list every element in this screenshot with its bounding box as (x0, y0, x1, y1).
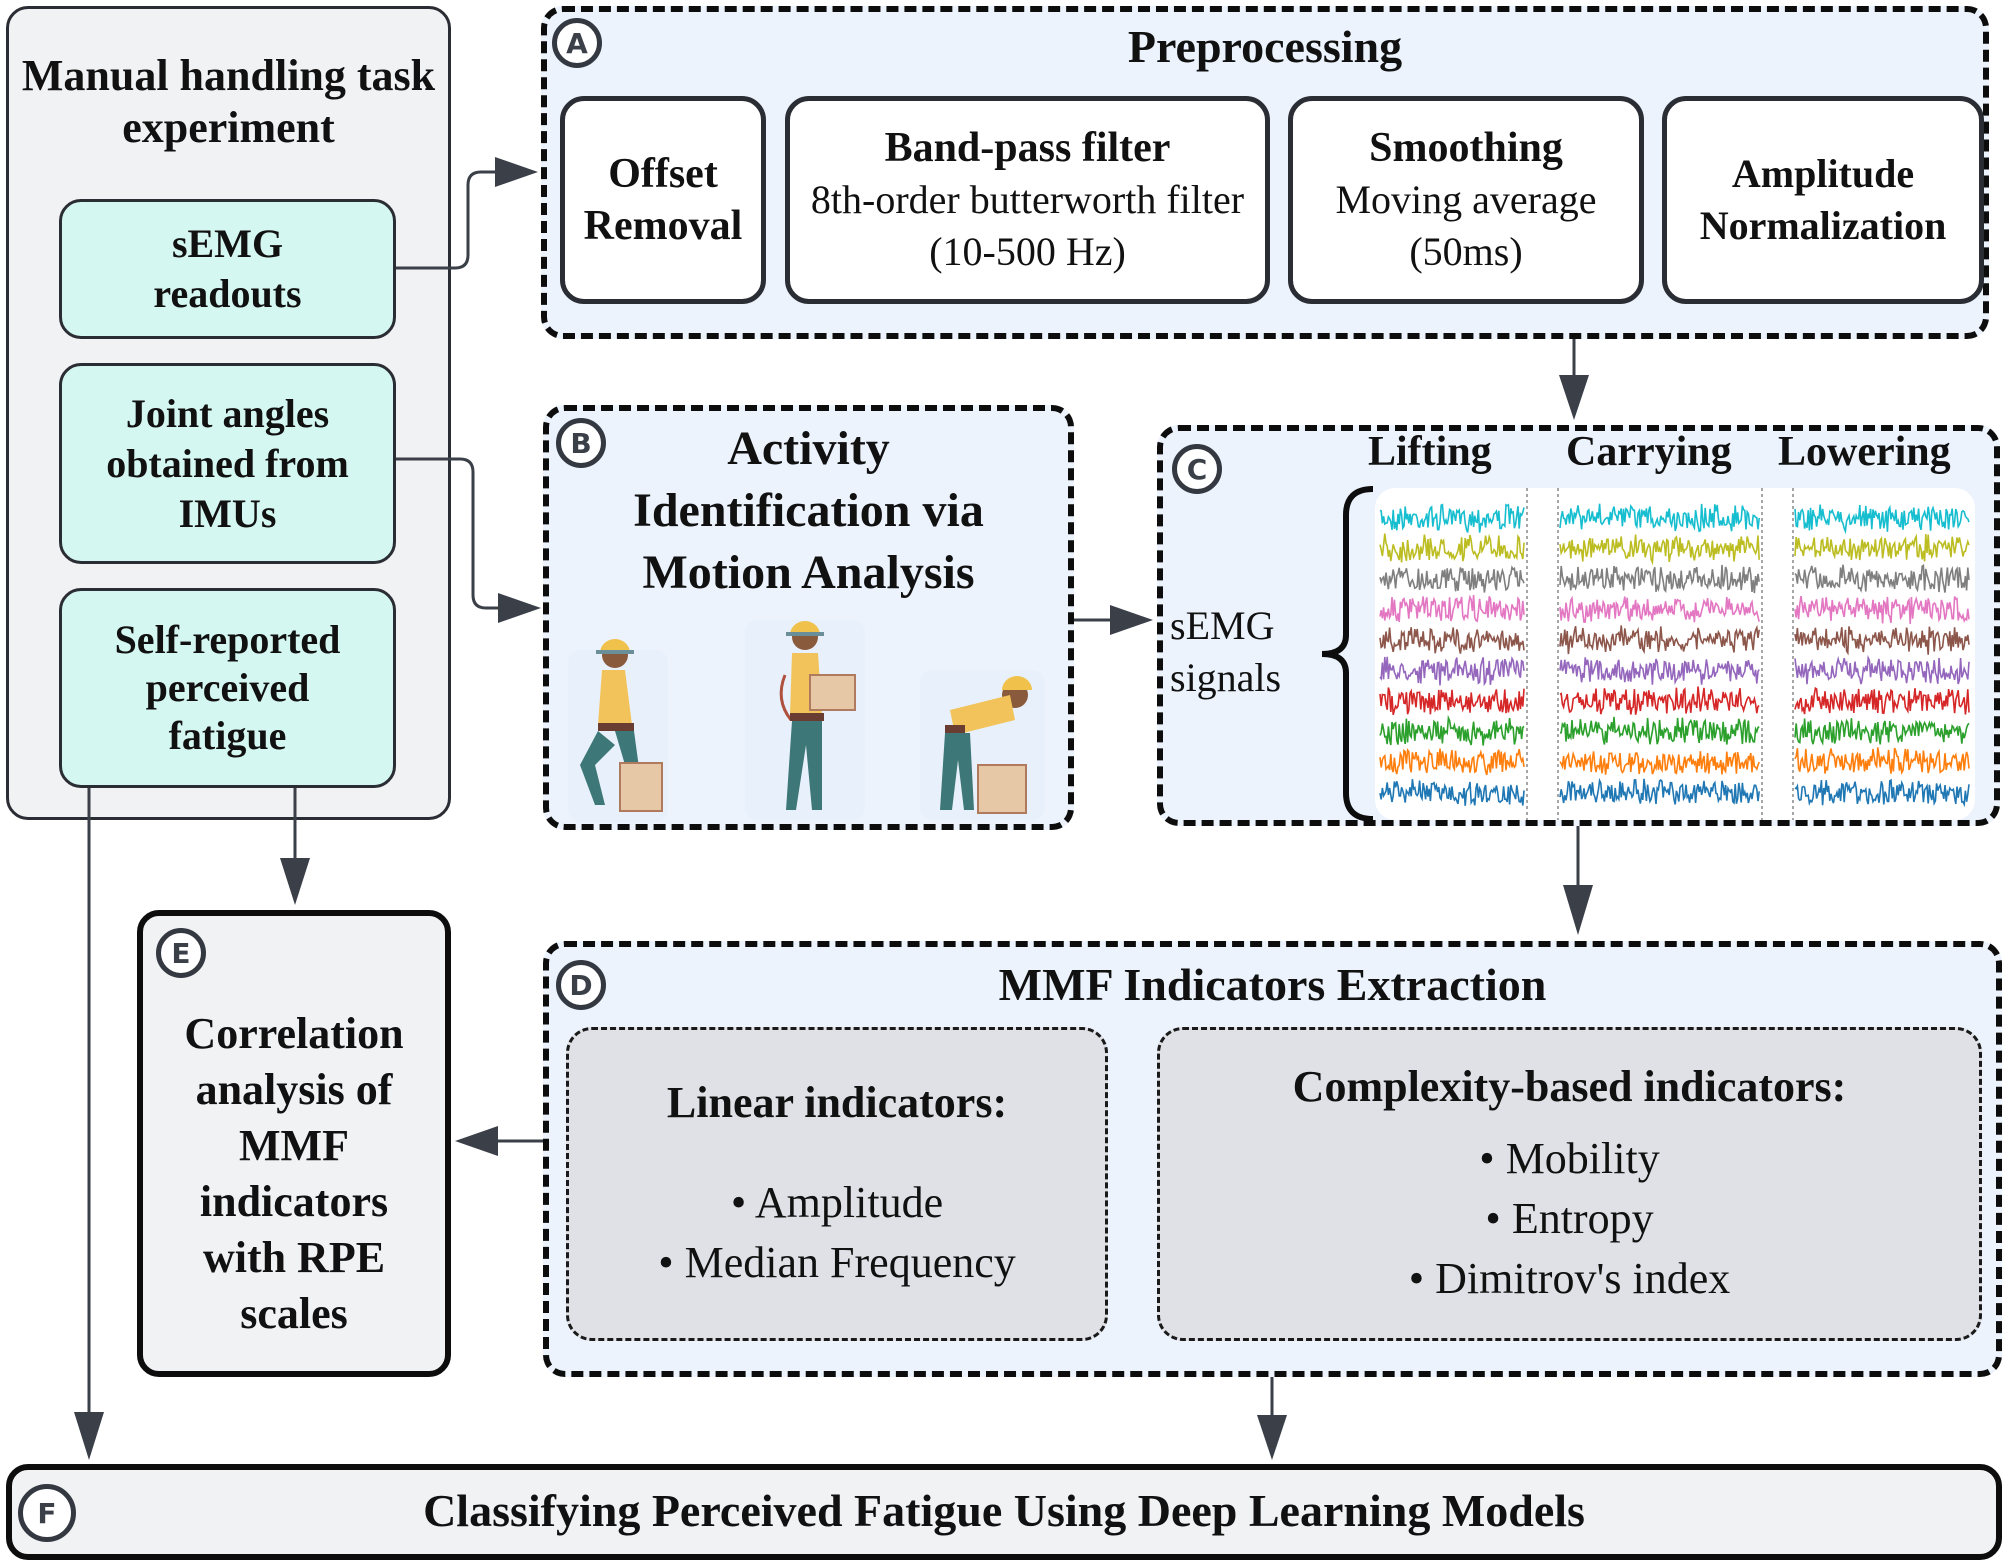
input-self-reported-fatigue-label: Self-reported perceived fatigue (114, 617, 341, 758)
badge-e: E (156, 928, 206, 978)
step-amplitude-normalization-heading: Amplitude Normalization (1699, 151, 1947, 248)
arrowhead-icon (455, 1126, 498, 1156)
badge-a: A (552, 18, 602, 68)
semg-trace (1559, 716, 1760, 745)
step-amplitude-normalization[interactable]: Amplitude Normalization (1662, 96, 1984, 304)
indicator-amplitude: Amplitude (754, 1178, 944, 1227)
indicator-item: • Entropy (1485, 1194, 1654, 1243)
panel-correlation-analysis (137, 910, 451, 1377)
arrowhead-icon (1110, 605, 1153, 635)
semg-trace (1379, 687, 1525, 715)
step-band-pass-filter[interactable]: Band-pass filter 8th-order butterworth f… (785, 96, 1270, 304)
input-joint-angles-label: Joint angles obtained from IMUs (106, 390, 349, 536)
semg-signals-label: sEMG signals (1170, 603, 1282, 700)
badge-c: C (1172, 444, 1222, 494)
arrowhead-icon (74, 1412, 104, 1460)
step-offset-removal-heading: Offset Removal (583, 151, 743, 249)
curly-brace-icon (1321, 486, 1374, 822)
semg-trace (1794, 563, 1970, 593)
semg-trace (1559, 624, 1760, 655)
semg-trace (1794, 654, 1970, 685)
semg-trace (1379, 627, 1525, 654)
phase-lowering-label: Lowering (1778, 429, 1951, 475)
semg-trace (1379, 748, 1525, 776)
indicator-item: • Dimitrov's index (1408, 1254, 1731, 1303)
activity-identification-title: Activity Identification via Motion Analy… (633, 422, 984, 599)
step-band-pass-heading: Band-pass filter (884, 125, 1171, 171)
semg-trace (1794, 718, 1970, 746)
arrowhead-icon (1563, 885, 1593, 935)
worker-lifting-icon (568, 639, 668, 822)
linear-indicators-heading: Linear indicators: (666, 1078, 1008, 1127)
linear-indicators-box[interactable]: Linear indicators: • Amplitude • Median … (566, 1027, 1108, 1341)
step-smoothing-heading: Smoothing (1369, 125, 1563, 171)
semg-trace (1794, 504, 1970, 535)
semg-trace (1379, 779, 1525, 806)
semg-trace (1559, 595, 1760, 623)
input-semg-readouts-label: sEMG readouts (153, 221, 302, 316)
semg-trace (1559, 564, 1760, 594)
semg-trace (1379, 714, 1525, 746)
indicator-dimitrov-index: Dimitrov's index (1435, 1254, 1731, 1303)
semg-trace (1794, 686, 1970, 715)
worker-lowering-icon (920, 670, 1045, 820)
semg-trace (1379, 503, 1525, 533)
classification-title: Classifying Perceived Fatigue Using Deep… (423, 1485, 1585, 1536)
complexity-indicators-heading: Complexity-based indicators: (1292, 1062, 1847, 1111)
arrowhead-icon (1559, 375, 1589, 420)
workers-illustration (568, 620, 1045, 822)
indicator-mobility: Mobility (1505, 1134, 1660, 1183)
preprocessing-title: Preprocessing (1127, 21, 1403, 72)
indicator-entropy: Entropy (1511, 1194, 1654, 1243)
input-self-reported-fatigue[interactable]: Self-reported perceived fatigue (59, 588, 396, 788)
arrowhead-icon (498, 593, 541, 623)
semg-trace (1379, 565, 1525, 593)
input-joint-angles[interactable]: Joint angles obtained from IMUs (59, 363, 396, 564)
semg-trace (1559, 657, 1760, 686)
step-smoothing-detail: Moving average (50ms) (1335, 177, 1597, 274)
semg-trace (1794, 626, 1970, 656)
step-offset-removal[interactable]: Offset Removal (560, 96, 766, 304)
semg-signal-plot (1375, 488, 1975, 820)
semg-trace (1559, 534, 1760, 566)
semg-trace (1794, 533, 1970, 562)
experiment-title: Manual handling task experiment (21, 51, 436, 152)
badge-d: D (556, 960, 606, 1010)
semg-trace (1559, 750, 1760, 775)
phase-carrying-label: Carrying (1566, 429, 1732, 475)
arrowhead-icon (280, 858, 310, 905)
indicator-item: • Median Frequency (658, 1238, 1016, 1287)
badge-f: F (18, 1484, 76, 1542)
indicator-item: • Amplitude (730, 1178, 944, 1227)
phase-lifting-label: Lifting (1368, 429, 1492, 475)
semg-trace (1379, 655, 1525, 687)
indicator-median-frequency: Median Frequency (684, 1238, 1016, 1287)
step-band-pass-detail: 8th-order butterworth filter (10-500 Hz) (810, 177, 1245, 274)
semg-trace (1794, 595, 1970, 625)
mmf-extraction-title: MMF Indicators Extraction (998, 959, 1547, 1010)
semg-trace (1794, 747, 1970, 776)
indicator-item: • Mobility (1479, 1134, 1660, 1183)
semg-trace (1559, 503, 1760, 533)
semg-trace (1794, 778, 1970, 808)
complexity-indicators-box[interactable]: Complexity-based indicators: • Mobility … (1157, 1027, 1982, 1341)
arrowhead-icon (1257, 1415, 1287, 1460)
semg-trace (1559, 686, 1760, 715)
badge-b: B (556, 418, 606, 468)
semg-trace (1379, 594, 1525, 623)
panel-classification (6, 1464, 2002, 1560)
correlation-analysis-title: Correlation analysis of MMF indicators w… (184, 1009, 404, 1338)
semg-trace (1379, 533, 1525, 563)
step-smoothing[interactable]: Smoothing Moving average (50ms) (1288, 96, 1644, 304)
arrowhead-icon (495, 157, 538, 187)
worker-carrying-icon (745, 620, 865, 820)
semg-trace (1559, 777, 1760, 805)
input-semg-readouts[interactable]: sEMG readouts (59, 199, 396, 339)
